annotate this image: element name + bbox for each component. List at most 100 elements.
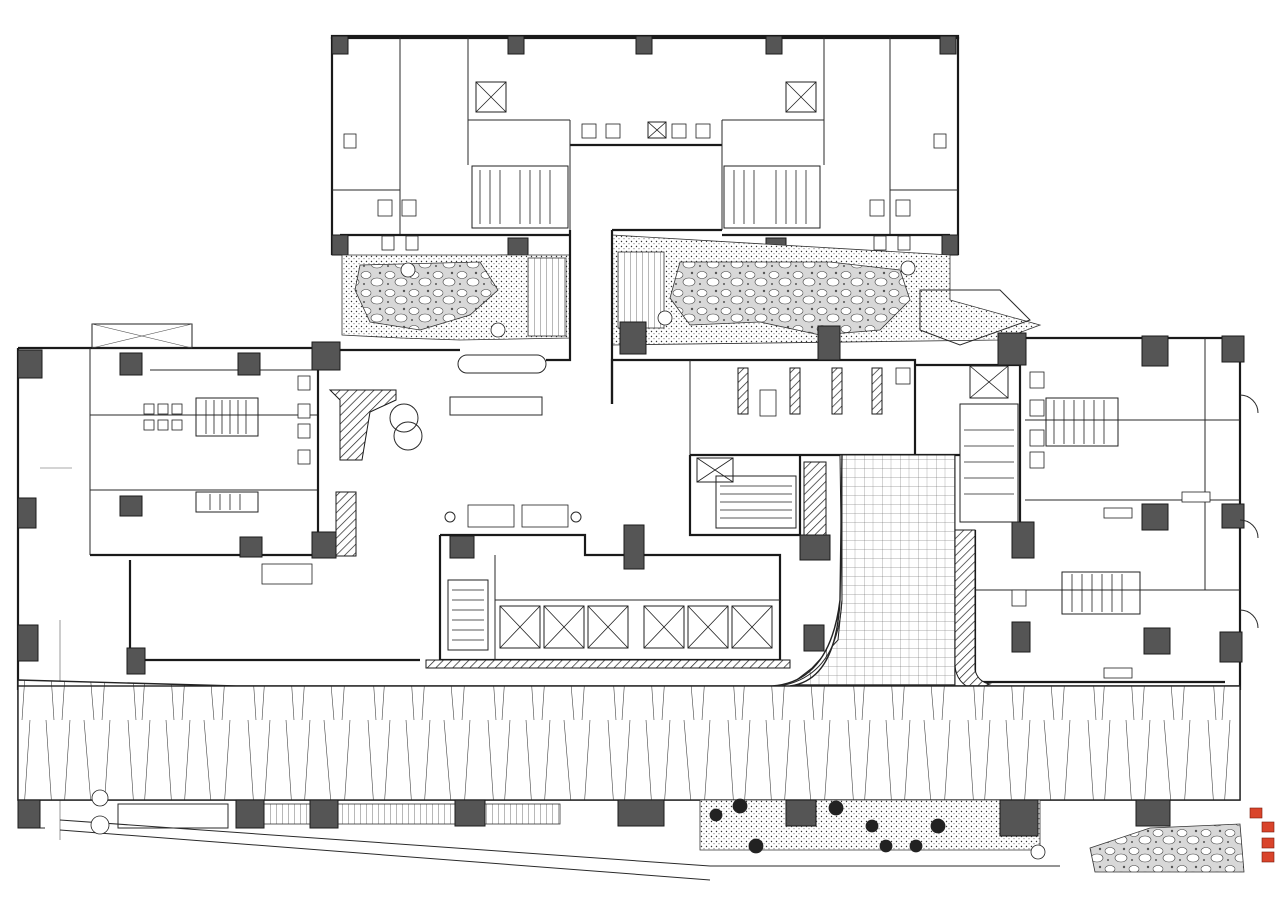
north-columns (331, 35, 959, 257)
stair-east-center (715, 475, 797, 529)
sink-fixture (171, 419, 183, 431)
tree-symbol (930, 818, 946, 834)
structural-column (941, 234, 959, 256)
east-stairs (959, 365, 1141, 615)
north-garden-left (341, 254, 571, 341)
elevator-shaft (969, 365, 1009, 399)
sink-fixture (695, 123, 711, 139)
structural-column (311, 341, 341, 371)
structural-column (17, 497, 37, 529)
structural-column (17, 349, 43, 379)
structural-column (507, 35, 525, 55)
north-stairs (471, 165, 821, 229)
toilet-fixture (401, 199, 417, 217)
west-core-wall (328, 389, 397, 461)
toilet-fixture (297, 403, 311, 419)
elevator-shaft (687, 605, 729, 649)
tree-symbol (828, 800, 844, 816)
east-fixtures (1011, 371, 1211, 679)
structural-column (309, 799, 339, 829)
plaza-band (17, 685, 1241, 801)
south-edge (17, 799, 1060, 881)
structural-column (1143, 627, 1171, 655)
stair-north-right (723, 165, 821, 229)
sink-fixture (1103, 667, 1133, 679)
structural-column (1221, 335, 1245, 363)
entry-canopy (91, 323, 193, 349)
sink-fixture (671, 123, 687, 139)
structural-column (785, 799, 817, 827)
sink-fixture (1181, 491, 1211, 503)
structural-column (449, 535, 475, 559)
structural-column (635, 35, 653, 55)
tree-symbol (91, 789, 109, 807)
toilet-fixture (1011, 589, 1027, 607)
toilet-fixture (297, 423, 311, 439)
structural-column (799, 534, 831, 561)
tree-symbol (909, 839, 923, 853)
west-shaft (335, 491, 357, 557)
north-wing (330, 34, 960, 255)
marker-icon (1249, 807, 1263, 819)
structural-column (507, 237, 529, 257)
toilet-fixture (297, 375, 311, 391)
structural-column (997, 332, 1027, 366)
stair-north-left (471, 165, 569, 229)
structural-column (1011, 621, 1031, 653)
elevator-shaft (647, 121, 667, 139)
center-core (438, 524, 782, 662)
toilet-fixture (873, 235, 887, 251)
plaza-edge-curve (779, 455, 843, 687)
elevator-shaft (543, 605, 585, 649)
toilet-fixture (1029, 429, 1045, 447)
center-core-wall (425, 659, 791, 669)
structural-column (623, 524, 645, 570)
east-door-swing (1239, 519, 1259, 539)
toilet-fixture (377, 199, 393, 217)
toilet-fixture (869, 199, 885, 217)
structural-column (311, 531, 337, 559)
structural-column (999, 799, 1039, 837)
elevator-shaft (475, 81, 507, 113)
structural-column (1011, 521, 1035, 559)
tree-symbol (748, 838, 764, 854)
south-planting (90, 789, 1046, 860)
west-fixtures (143, 375, 313, 585)
elevator-shaft (696, 457, 734, 483)
toilet-fixture (1029, 451, 1045, 469)
structural-column (1219, 631, 1243, 663)
structural-column (331, 234, 349, 256)
tree-symbol (865, 819, 879, 833)
structural-column (119, 352, 143, 376)
structural-column (803, 624, 825, 652)
toilet-fixture (381, 235, 395, 251)
north-fixtures (343, 123, 947, 251)
sink-fixture (143, 419, 155, 431)
north-garden-right (611, 234, 1042, 346)
structural-column (1141, 503, 1169, 531)
structural-column (237, 352, 261, 376)
east-center-stair-block (688, 455, 831, 652)
structural-column (331, 35, 349, 55)
stair-east-1 (1045, 397, 1119, 447)
east-door-swing (1239, 394, 1259, 414)
structural-column (939, 35, 957, 55)
stair-center (447, 579, 489, 651)
structural-column (454, 799, 486, 827)
red-markers (1249, 807, 1275, 863)
reception-desk (467, 504, 515, 528)
structural-column (17, 624, 39, 662)
elevator-shaft (643, 605, 685, 649)
structural-column (126, 647, 146, 675)
sink-fixture (157, 403, 169, 415)
toilet-fixture (297, 449, 311, 465)
structural-column (1135, 799, 1171, 827)
east-curved-wall (954, 529, 992, 691)
east-columns (997, 332, 1245, 663)
reception-desk (521, 504, 569, 528)
tree-symbol (400, 262, 506, 338)
sink-fixture (581, 123, 597, 139)
toilet-fixture (1029, 399, 1045, 417)
east-door-swing (1239, 609, 1259, 629)
reception-desk (261, 563, 313, 585)
